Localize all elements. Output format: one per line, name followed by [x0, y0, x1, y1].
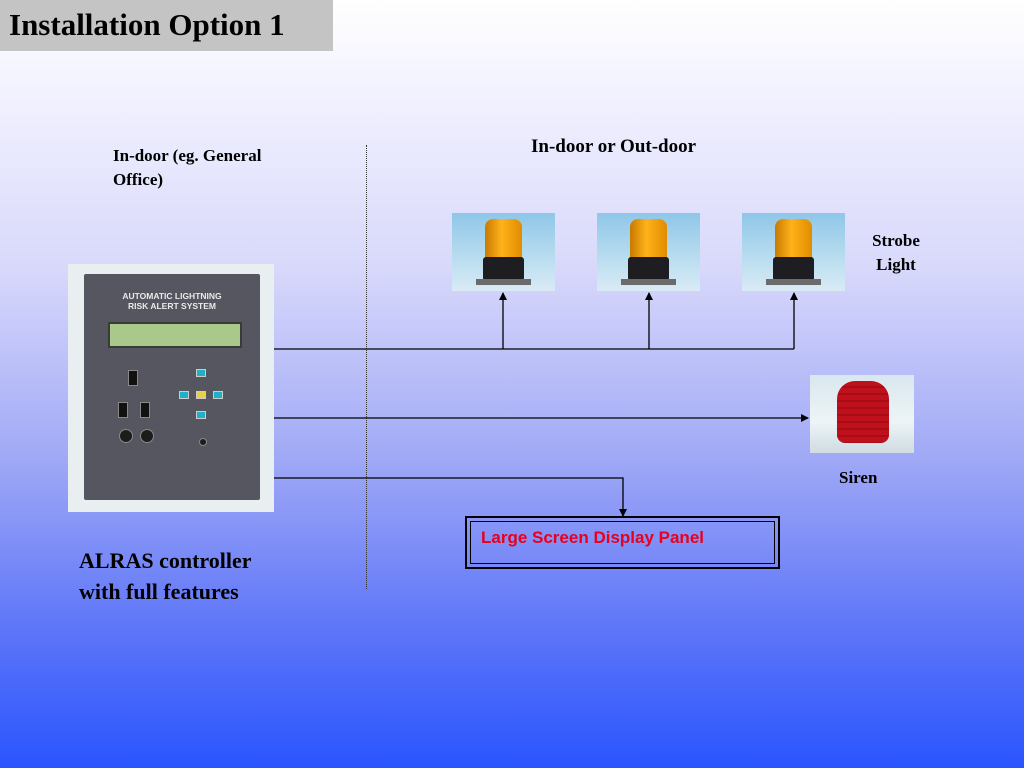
strobe-light-image	[742, 213, 845, 291]
controller-indicator-led	[196, 411, 206, 419]
strobe-base	[628, 257, 669, 281]
controller-panel-title: AUTOMATIC LIGHTNING RISK ALERT SYSTEM	[84, 291, 260, 311]
controller-indicator-led	[213, 391, 223, 399]
indoor-outdoor-zone-label: In-door or Out-door	[531, 136, 697, 157]
controller-panel-title-line1: AUTOMATIC LIGHTNING	[122, 291, 222, 301]
strobe-light-label: Strobe Light	[858, 229, 934, 277]
strobe-base	[483, 257, 524, 281]
controller-lcd-display	[108, 322, 242, 348]
siren-body	[837, 381, 889, 443]
display-panel-inner-border	[470, 521, 775, 564]
controller-switch	[128, 370, 138, 386]
strobe-base	[773, 257, 814, 281]
indoor-zone-label: In-door (eg. General Office)	[113, 144, 313, 192]
strobe-dome	[485, 219, 522, 259]
siren-image	[810, 375, 914, 453]
display-panel-label: Large Screen Display Panel	[481, 528, 704, 547]
controller-switch	[140, 402, 150, 418]
controller-caption: ALRAS controller with full features	[79, 545, 319, 607]
strobe-plate	[621, 279, 676, 285]
alras-controller-image: AUTOMATIC LIGHTNING RISK ALERT SYSTEM	[68, 264, 274, 512]
strobe-plate	[476, 279, 531, 285]
strobe-light-image	[452, 213, 555, 291]
controller-switch	[118, 402, 128, 418]
strobe-light-image	[597, 213, 700, 291]
controller-caption-line1: ALRAS controller	[79, 548, 252, 573]
indoor-zone-label-line1: In-door (eg. General	[113, 146, 262, 165]
controller-panel-title-line2: RISK ALERT SYSTEM	[128, 301, 216, 311]
controller-indicator-led	[196, 369, 206, 377]
strobe-light-label-line2: Light	[876, 255, 916, 274]
controller-caption-line2: with full features	[79, 579, 239, 604]
controller-indicator-led	[179, 391, 189, 399]
indoor-zone-label-line2: Office)	[113, 170, 164, 189]
controller-reset-button	[199, 438, 207, 446]
siren-label: Siren	[839, 468, 878, 487]
display-panel-box: Large Screen Display Panel	[465, 516, 780, 569]
slide-title: Installation Option 1	[9, 7, 285, 42]
display-panel-feed-arrow	[274, 477, 627, 517]
strobe-dome	[630, 219, 667, 259]
controller-knob	[119, 429, 133, 443]
controller-indicator-led	[196, 391, 206, 399]
strobe-plate	[766, 279, 821, 285]
strobe-light-label-line1: Strobe	[872, 231, 920, 250]
title-bar: Installation Option 1	[0, 0, 333, 51]
zone-divider	[366, 145, 367, 589]
controller-faceplate: AUTOMATIC LIGHTNING RISK ALERT SYSTEM	[84, 274, 260, 500]
controller-knob	[140, 429, 154, 443]
strobe-dome	[775, 219, 812, 259]
